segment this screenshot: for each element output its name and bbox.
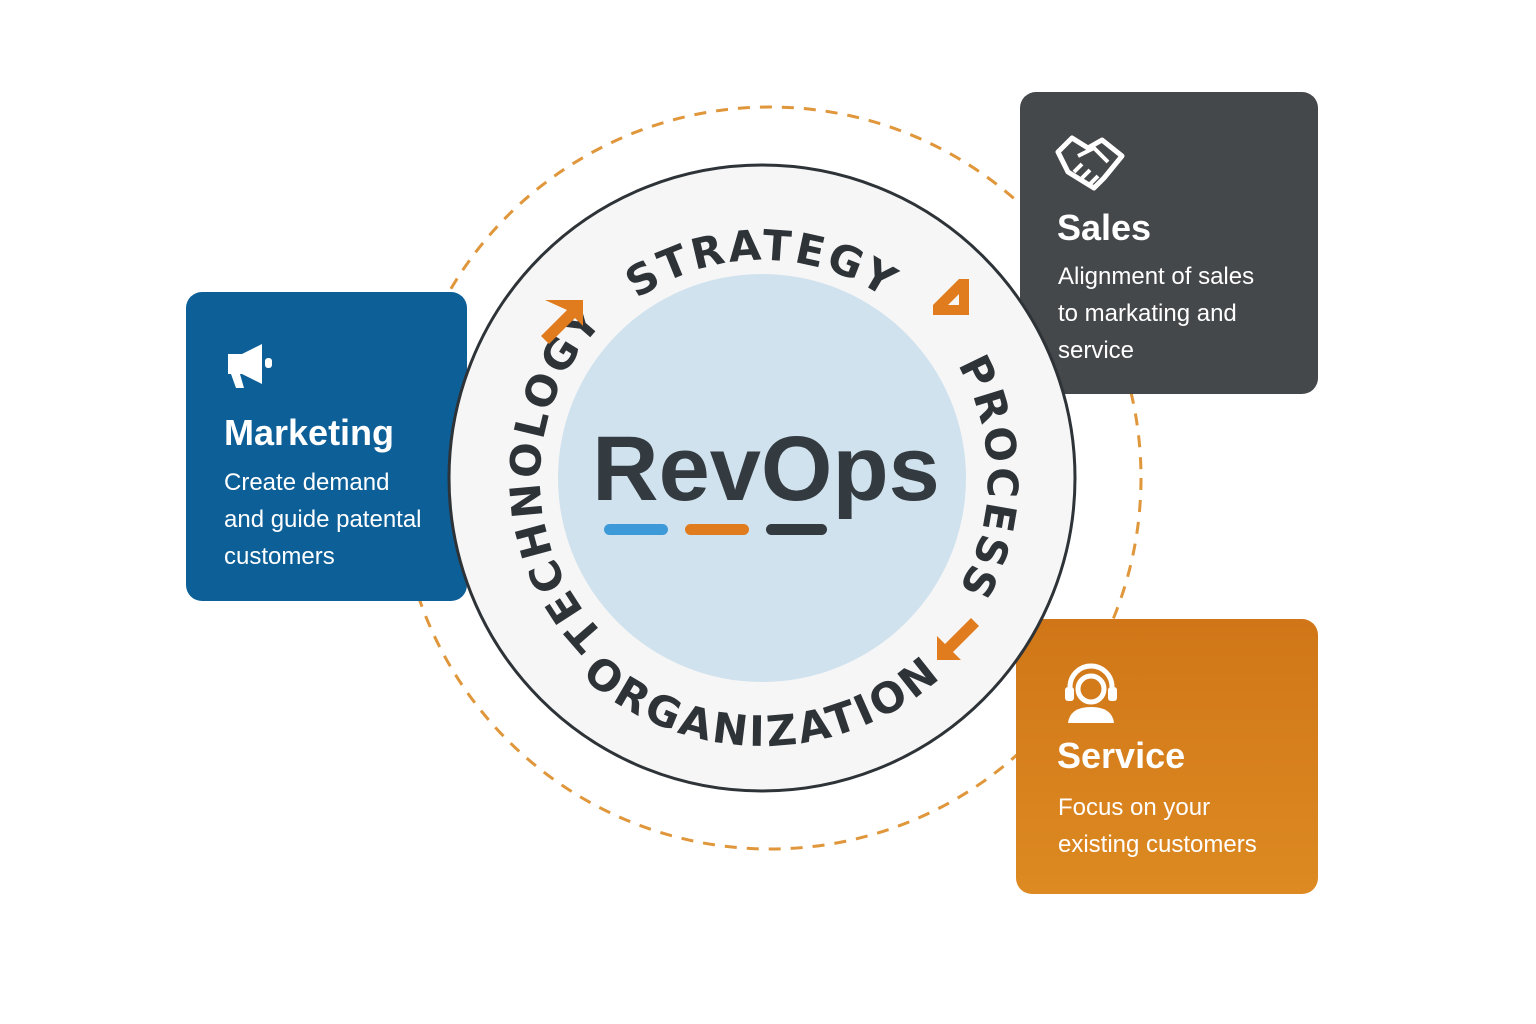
line: to markating and	[1058, 300, 1237, 327]
arrow-icon	[541, 300, 583, 344]
card-title: Marketing	[224, 412, 395, 453]
line: Focus on your	[1058, 794, 1211, 821]
service-card: Service Focus on your existing customers	[1016, 619, 1318, 894]
line: and guide patental	[224, 506, 422, 533]
line: customers	[224, 543, 335, 570]
card-description: Create demand and guide patental custome…	[224, 464, 422, 575]
blue-bar	[604, 524, 668, 535]
line: Alignment of sales	[1058, 263, 1255, 290]
line: existing customers	[1058, 831, 1257, 858]
headset-icon	[1065, 663, 1117, 723]
orange-bar	[685, 524, 749, 535]
megaphone-icon	[228, 344, 272, 388]
card-title: Sales	[1057, 207, 1152, 248]
inner-circle	[558, 274, 966, 682]
line: service	[1058, 337, 1135, 364]
arrow-icon	[933, 279, 969, 315]
card-title: Service	[1057, 735, 1186, 776]
card-description: Alignment of sales to markating and serv…	[1058, 258, 1254, 369]
line: Create demand	[224, 469, 390, 496]
sales-card: Sales Alignment of sales to markating an…	[1020, 92, 1318, 394]
arrow-icon	[937, 618, 979, 674]
card-description: Focus on your existing customers	[1058, 789, 1257, 863]
dark-bar	[766, 524, 827, 535]
handshake-icon	[1055, 135, 1125, 191]
revops-title: RevOps	[592, 418, 940, 520]
marketing-card: Marketing Create demand and guide patent…	[186, 292, 467, 601]
